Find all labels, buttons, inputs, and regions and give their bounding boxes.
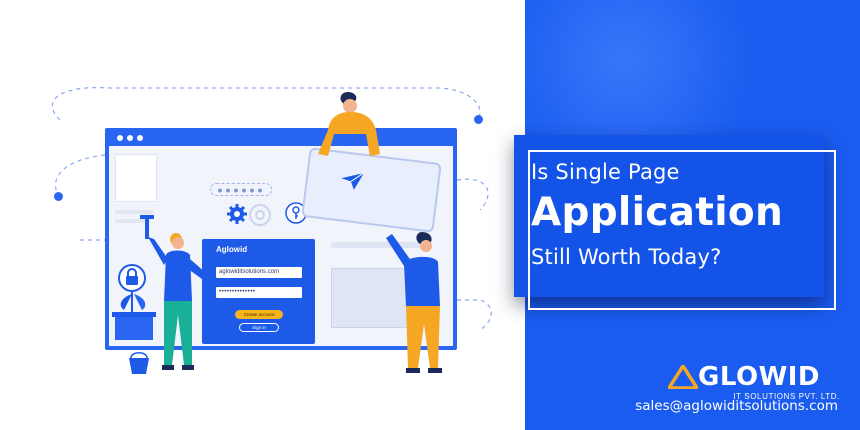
- login-card-title: Aglowid: [216, 245, 248, 254]
- brand-logo: GLOWID IT SOLUTIONS PVT. LTD.: [668, 362, 840, 402]
- illustration-area: Aglowid aglowiditsolutions.com •••••••••…: [51, 87, 492, 374]
- key-icon: [285, 202, 307, 224]
- sidebar-line: [115, 210, 153, 214]
- window-dot-icon: [117, 135, 123, 141]
- paper-plane-icon: [341, 172, 365, 190]
- sign-in-button: Sign in: [239, 323, 279, 332]
- man-figure: [386, 232, 442, 373]
- brand-subtitle: IT SOLUTIONS PVT. LTD.: [733, 392, 840, 401]
- headline-line-1: Is Single Page: [531, 160, 680, 184]
- content-line: [331, 242, 421, 248]
- gear-icon: [227, 204, 247, 224]
- login-card: Aglowid aglowiditsolutions.com •••••••••…: [202, 239, 315, 344]
- decor-dot: [54, 192, 63, 201]
- email-field: aglowiditsolutions.com: [216, 267, 302, 278]
- headline-box: [514, 135, 824, 297]
- gear-outline-icon: [249, 204, 271, 226]
- browser-titlebar: [109, 132, 453, 146]
- woman-figure: [140, 215, 206, 370]
- headline-line-2: Application: [531, 190, 784, 235]
- brand-name: GLOWID: [698, 362, 821, 392]
- headline-line-3: Still Worth Today?: [531, 245, 722, 269]
- password-dots-pill: [210, 183, 272, 196]
- contact-email: sales@aglowiditsolutions.com: [635, 398, 838, 414]
- decor-dot: [474, 115, 483, 124]
- sidebar-line: [115, 219, 145, 223]
- window-dot-icon: [127, 135, 133, 141]
- sidebar-block: [115, 154, 157, 202]
- window-dot-icon: [137, 135, 143, 141]
- password-field: ••••••••••••••: [216, 287, 302, 298]
- lock-plant-icon: [112, 264, 156, 340]
- message-card: [301, 147, 442, 233]
- dots-icon: [218, 188, 262, 193]
- create-account-button: Create account: [235, 310, 283, 319]
- dashed-path-decoration: [51, 87, 492, 331]
- aglowid-logo-icon: [668, 365, 698, 389]
- bucket-icon: [129, 352, 149, 374]
- headline-outline-frame: [528, 150, 836, 310]
- person-holding-card-figure: [318, 92, 380, 156]
